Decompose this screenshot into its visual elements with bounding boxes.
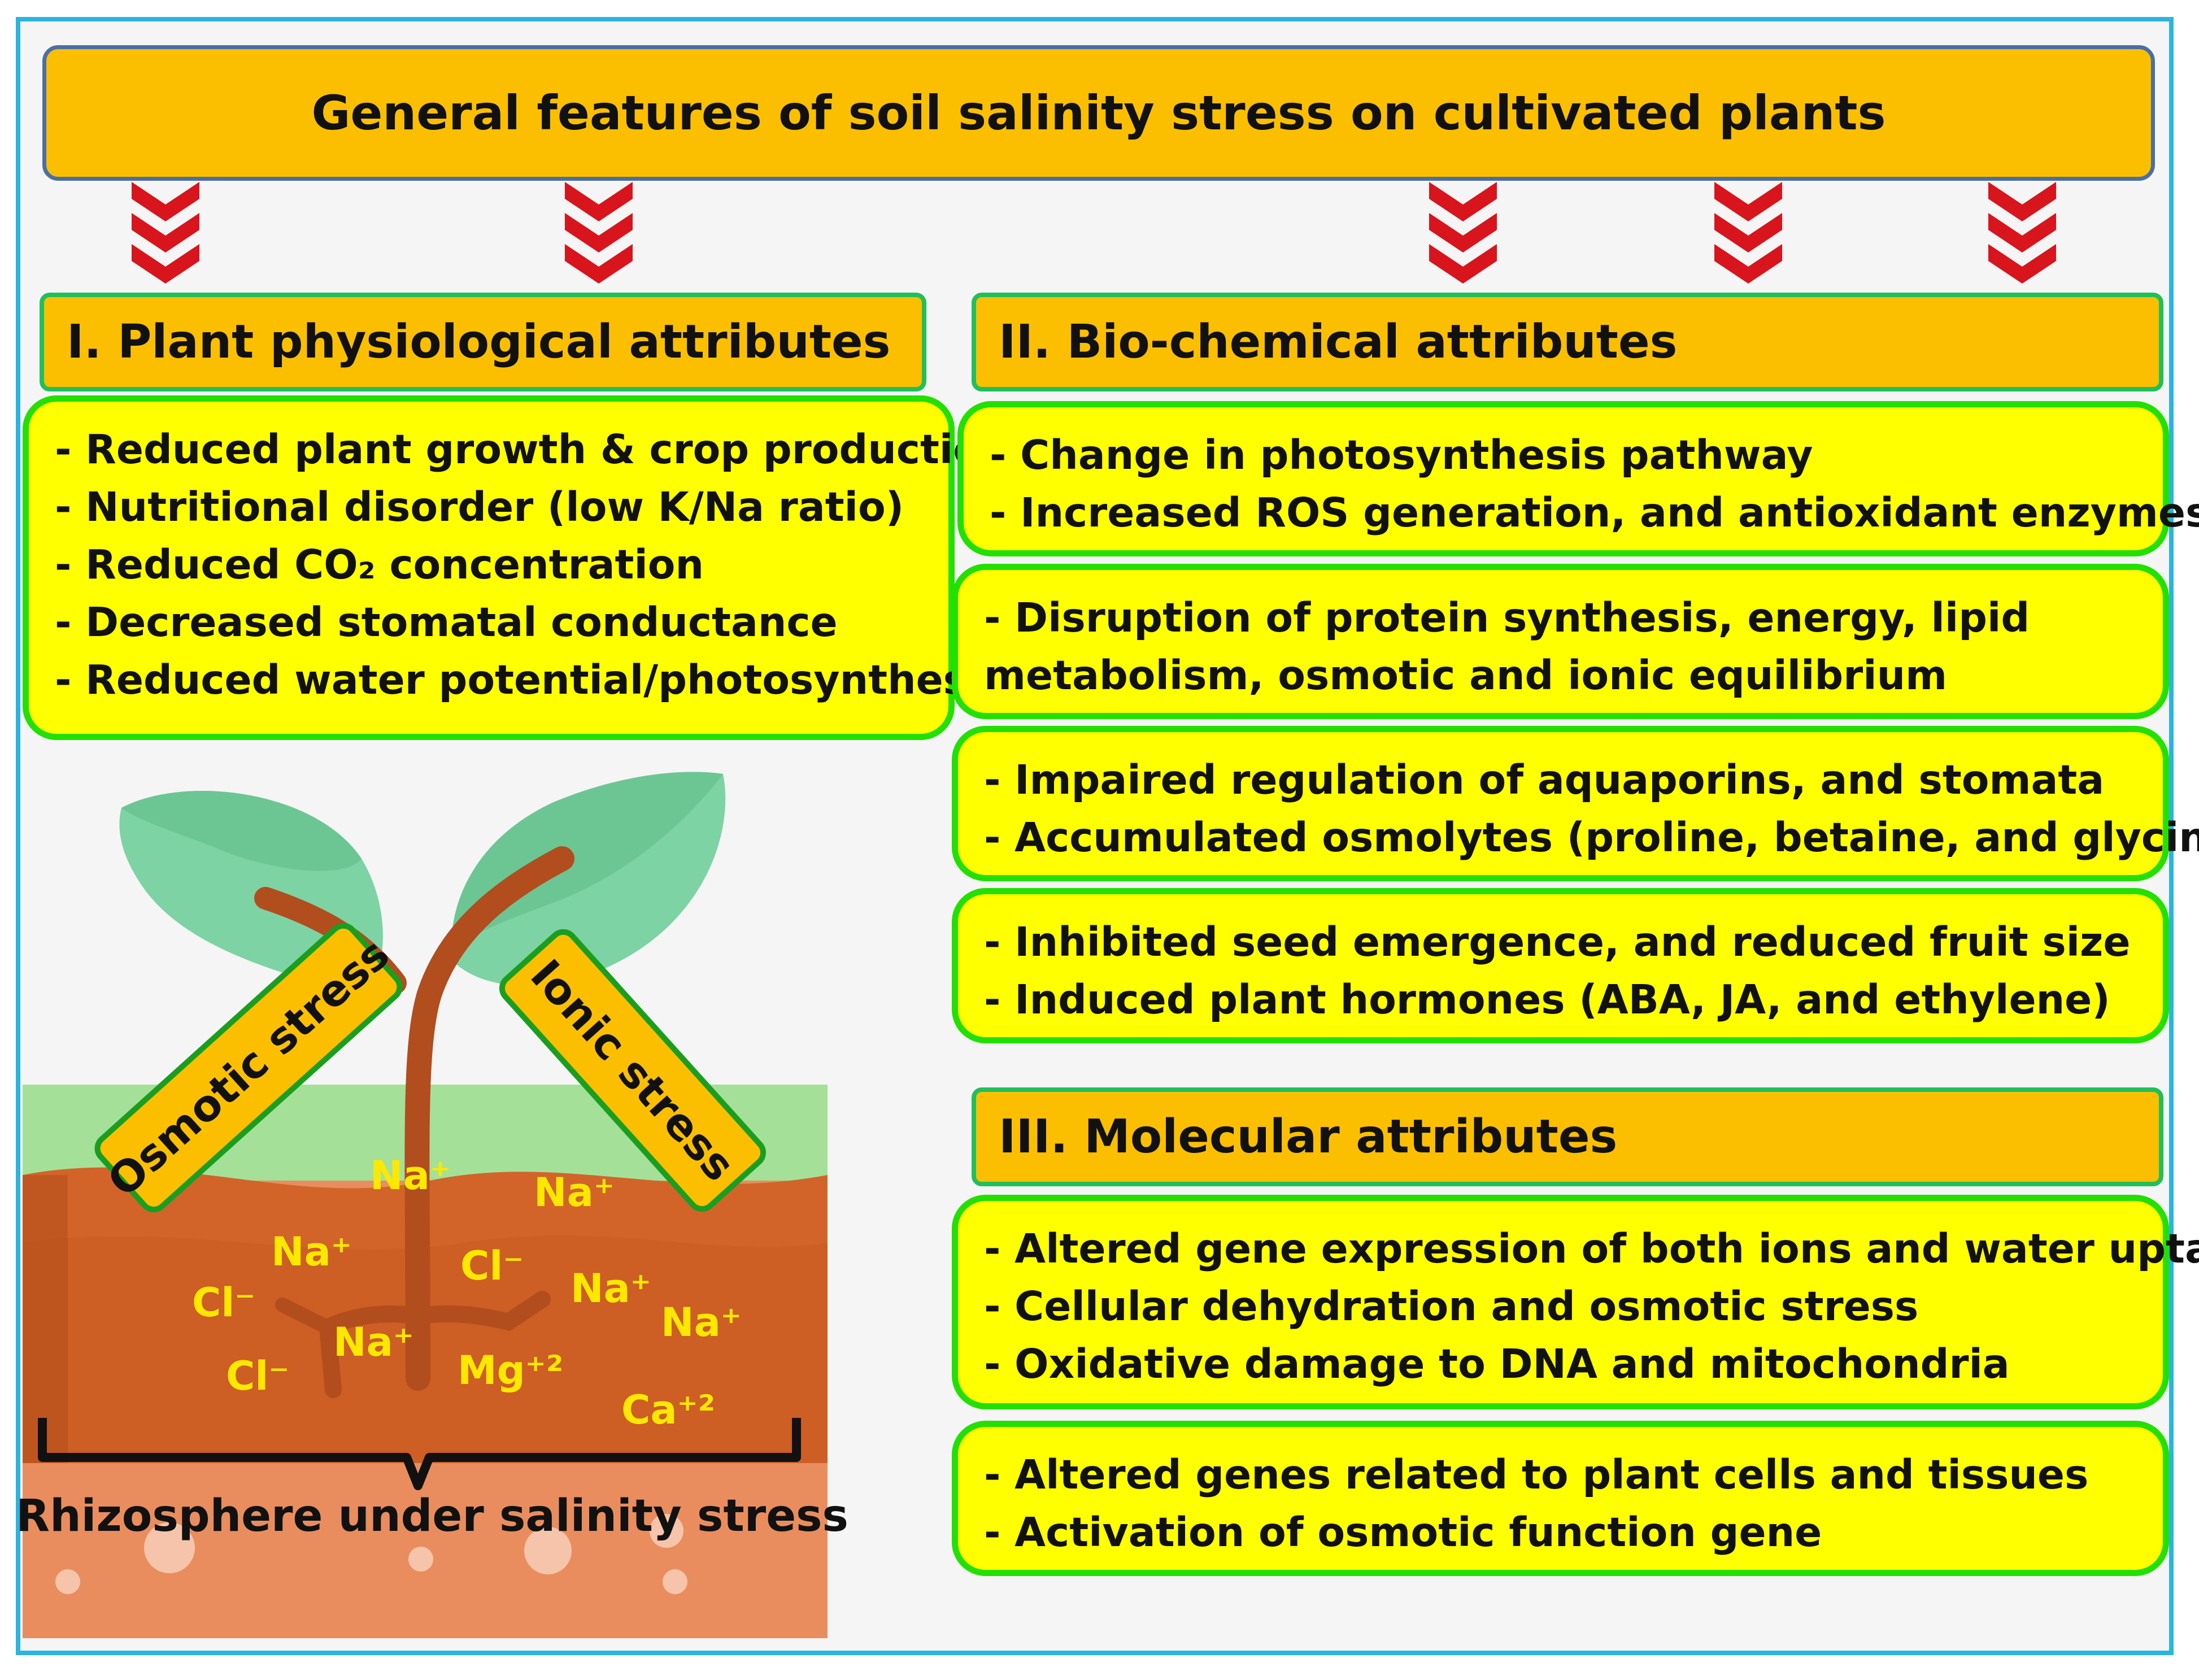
biochemical-item: - Disruption of protein synthesis, energ…: [984, 594, 2030, 641]
molecular-heading: III. Molecular attributes: [972, 1087, 2163, 1186]
chevron-down-icon: [1988, 182, 2056, 284]
ion-label: Na⁺: [571, 1265, 651, 1312]
ion-label: Mg⁺²: [458, 1347, 563, 1394]
biochemical-box-1: - Change in photosynthesis pathway - Inc…: [957, 401, 2199, 556]
ion-label: Cl⁻: [226, 1353, 289, 1399]
molecular-item: - Oxidative damage to DNA and mitochondr…: [984, 1340, 2010, 1387]
molecular-item: - Cellular dehydration and osmotic stres…: [984, 1283, 1919, 1330]
ion-label: Na⁺: [333, 1319, 414, 1365]
ion-label: Na⁺: [534, 1169, 615, 1216]
biochemical-item: - Increased ROS generation, and antioxid…: [990, 489, 2199, 536]
biochemical-item: metabolism, osmotic and ionic equilibriu…: [984, 652, 1948, 699]
plant-icon: [119, 772, 726, 1398]
ion-label: Na⁺: [370, 1152, 451, 1199]
molecular-box-2: - Altered genes related to plant cells a…: [952, 1421, 2169, 1576]
biochemical-item: - Induced plant hormones (ABA, JA, and e…: [984, 976, 2110, 1023]
molecular-item: - Altered genes related to plant cells a…: [984, 1451, 2089, 1498]
osmotic-stress-label: [94, 922, 403, 1213]
biochemical-box-3: - Impaired regulation of aquaporins, and…: [952, 726, 2199, 881]
biochemical-box-4: - Inhibited seed emergence, and reduced …: [952, 888, 2169, 1043]
chevron-down-icon: [1714, 182, 1782, 284]
molecular-item: - Activation of osmotic function gene: [984, 1509, 1822, 1556]
biochemical-box-2: - Disruption of protein synthesis, energ…: [952, 564, 2169, 719]
physiological-item: - Reduced plant growth & crop production: [55, 426, 1009, 473]
rhizosphere-brace: [38, 1418, 801, 1490]
biochemical-item: - Change in photosynthesis pathway: [990, 432, 1813, 478]
biochemical-item: - Inhibited seed emergence, and reduced …: [984, 919, 2131, 965]
biochemical-heading: II. Bio-chemical attributes: [972, 293, 2163, 391]
biochemical-item: - Accumulated osmolytes (proline, betain…: [984, 814, 2199, 861]
ion-label: Ca⁺²: [621, 1387, 715, 1433]
ion-label: Na⁺: [661, 1299, 742, 1346]
physiological-item: - Reduced water potential/photosynthesis: [55, 656, 1005, 703]
chevron-down-icon: [565, 182, 633, 284]
physiological-box: - Reduced plant growth & crop production…: [23, 395, 1009, 740]
biochemical-item: - Impaired regulation of aquaporins, and…: [984, 756, 2105, 803]
physiological-item: - Reduced CO₂ concentration: [55, 541, 704, 588]
physiological-heading: I. Plant physiological attributes: [40, 293, 926, 391]
rhizosphere-label: Rhizosphere under salinity stress: [16, 1491, 848, 1542]
physiological-item: - Decreased stomatal conductance: [55, 599, 838, 646]
chevron-down-icon: [1429, 182, 1497, 284]
physiological-item: - Nutritional disorder (low K/Na ratio): [55, 484, 904, 530]
ion-label: Cl⁻: [192, 1279, 255, 1326]
ion-label: Na⁺: [271, 1229, 352, 1275]
ionic-stress-label: [499, 929, 767, 1212]
molecular-box-1: - Altered gene expression of both ions a…: [952, 1195, 2199, 1409]
molecular-item: - Altered gene expression of both ions a…: [984, 1225, 2199, 1272]
diagram-title: General features of soil salinity stress…: [42, 45, 2155, 181]
ion-label: Cl⁻: [460, 1243, 524, 1289]
chevron-down-icon: [132, 182, 199, 284]
